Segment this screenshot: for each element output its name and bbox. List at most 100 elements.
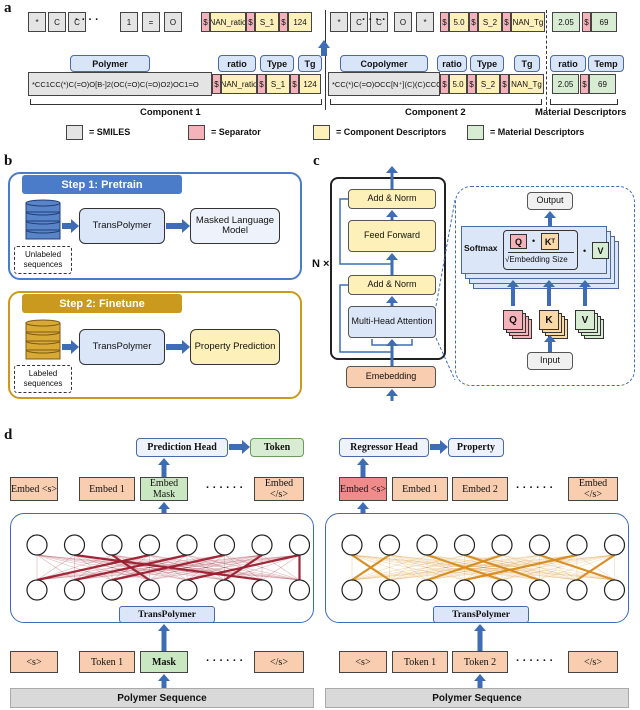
seq-sep-7: $ bbox=[580, 74, 589, 94]
legend-smiles: = SMILES bbox=[89, 127, 131, 137]
right-net-edges bbox=[351, 553, 616, 582]
left-net-edge-2-1 bbox=[74, 554, 113, 581]
right-net-edge-1-2 bbox=[389, 554, 428, 581]
left-net-edge-7-6 bbox=[261, 554, 300, 581]
arrow-d-pred-head bbox=[242, 440, 250, 454]
left-embed-dots: · · · · · · bbox=[206, 482, 244, 494]
left-net-edge-4-5 bbox=[186, 554, 225, 581]
c1-token-2: C bbox=[68, 12, 86, 32]
left-net-edge-0-4 bbox=[36, 554, 188, 581]
c1-token-8: $ bbox=[246, 12, 255, 32]
material-desc-label: Material Descriptors bbox=[535, 107, 627, 118]
c1-token-9: S_1 bbox=[255, 12, 279, 32]
arrow-c-k-head bbox=[543, 280, 555, 287]
residual-1 bbox=[339, 284, 392, 353]
left-net-top-node-5 bbox=[213, 534, 236, 556]
left-net-edge-3-7 bbox=[149, 554, 300, 581]
dot-2: • bbox=[583, 246, 587, 256]
arrow-d-right-token-head bbox=[474, 624, 486, 631]
arrow-b-2-head bbox=[182, 219, 190, 233]
left-net-top-node-7 bbox=[288, 534, 311, 556]
right-net-edge-4-1 bbox=[389, 554, 503, 581]
embedding-size-label: √Embedding Size bbox=[505, 255, 568, 264]
transpolymer-finetune: TransPolymer bbox=[79, 329, 165, 365]
right-token-dots: · · · · · · bbox=[516, 655, 554, 667]
left-net-top-node-6 bbox=[251, 534, 273, 556]
add-norm-bottom: Add & Norm bbox=[348, 275, 436, 295]
left-net-edge-6-5 bbox=[224, 554, 263, 581]
right-net-edge-2-0 bbox=[351, 554, 428, 581]
right-net-edge-6-4 bbox=[501, 554, 578, 581]
left-net-edge-3-6 bbox=[149, 554, 263, 581]
c2-token-10: NAN_Tg bbox=[511, 12, 545, 32]
right-net-edge-4-6 bbox=[501, 554, 578, 581]
legend-swatch-component bbox=[313, 125, 330, 140]
seq-smiles-2: *CC(*)C(=O)OCC[N⁺](C)(C)CCC(=O)[O⁻] bbox=[328, 72, 440, 96]
arrow-b-4-head bbox=[182, 340, 190, 354]
left-net-edge-0-3 bbox=[36, 553, 150, 582]
seq-tg-2: NAN_Tg bbox=[509, 74, 544, 94]
residual-2 bbox=[339, 198, 392, 265]
md-token-2: 69 bbox=[591, 12, 617, 32]
label-ratio-1: ratio bbox=[218, 55, 256, 72]
arrow-c-q-shaft bbox=[511, 286, 515, 306]
seq-sep-6: $ bbox=[500, 74, 509, 94]
c1-token-11: 124 bbox=[288, 12, 312, 32]
up-arrow-a-shaft bbox=[321, 48, 327, 56]
c2-token-5: $ bbox=[440, 12, 449, 32]
bracket-component-1 bbox=[30, 99, 322, 105]
left-net-edge-7-0 bbox=[36, 554, 300, 581]
right-net-edge-4-2 bbox=[426, 553, 503, 582]
right-embed-1: Embed 1 bbox=[392, 477, 448, 501]
masked-lm-box: Masked Language Model bbox=[190, 208, 280, 244]
left-net-edge-5-3 bbox=[149, 554, 225, 581]
zoom-line-bottom bbox=[435, 337, 456, 381]
head-front bbox=[461, 226, 607, 274]
right-net-edge-7-1 bbox=[389, 554, 615, 581]
arrow-c-k-shaft bbox=[547, 286, 551, 306]
right-net-edge-7-4 bbox=[501, 554, 615, 581]
arrow-d-right-token-shaft bbox=[477, 630, 483, 651]
zoom-line-top bbox=[435, 199, 456, 307]
label-copolymer: Copolymer bbox=[340, 55, 428, 72]
arrow-d-left-token-head bbox=[158, 624, 170, 631]
left-net-bottom-node-3 bbox=[138, 579, 161, 601]
seq-type-1: S_1 bbox=[266, 74, 290, 94]
step2-box bbox=[8, 291, 302, 399]
c1-token-1: C bbox=[48, 12, 66, 32]
bracket-component-2 bbox=[330, 99, 542, 105]
arrow-d-right-seq-head bbox=[474, 674, 486, 681]
left-polymer-sequence: Polymer Sequence bbox=[10, 688, 314, 708]
left-net-edge-3-0 bbox=[36, 554, 150, 581]
seq-md-2: 69 bbox=[589, 74, 616, 94]
right-net-edge-4-0 bbox=[351, 554, 503, 581]
left-net-bottom-node-7 bbox=[288, 579, 311, 601]
arrow-c-mha-shaft bbox=[390, 302, 394, 306]
right-embed-dots: · · · · · · bbox=[516, 482, 554, 494]
legend-swatch-material bbox=[467, 125, 484, 140]
left-embed-end: Embed </s> bbox=[254, 477, 304, 501]
left-net-edge-2-0 bbox=[36, 554, 113, 581]
md-token-1: $ bbox=[582, 12, 591, 32]
right-net-top-node-7 bbox=[603, 534, 626, 556]
arrow-b-3-head bbox=[71, 340, 79, 354]
arrow-d-left-token-shaft bbox=[161, 630, 167, 651]
property-prediction-box: Property Prediction bbox=[190, 329, 280, 365]
left-embed-mask: Embed Mask bbox=[140, 477, 188, 501]
arrow-b-4-shaft bbox=[166, 344, 183, 350]
left-net-edge-6-3 bbox=[149, 554, 263, 581]
right-net-edge-0-7 bbox=[351, 554, 615, 581]
c1-token-4: = bbox=[142, 12, 160, 32]
left-net-bottom-node-1 bbox=[63, 579, 86, 601]
left-net-edge-5-4 bbox=[186, 554, 225, 581]
arrow-d-left-head-head bbox=[158, 458, 170, 465]
left-net-edge-1-0 bbox=[36, 554, 75, 581]
right-net-top-node-5 bbox=[528, 534, 551, 556]
c1-token-7: NAN_ratio bbox=[210, 12, 246, 32]
right-transpolymer-label: TransPolymer bbox=[433, 606, 529, 623]
left-net-edge-7-4 bbox=[186, 554, 300, 581]
right-net-bottom-node-3 bbox=[453, 579, 476, 601]
kt-k: K bbox=[544, 236, 552, 247]
arrow-c-an1-shaft bbox=[390, 259, 394, 275]
c2-token-9: $ bbox=[502, 12, 511, 32]
